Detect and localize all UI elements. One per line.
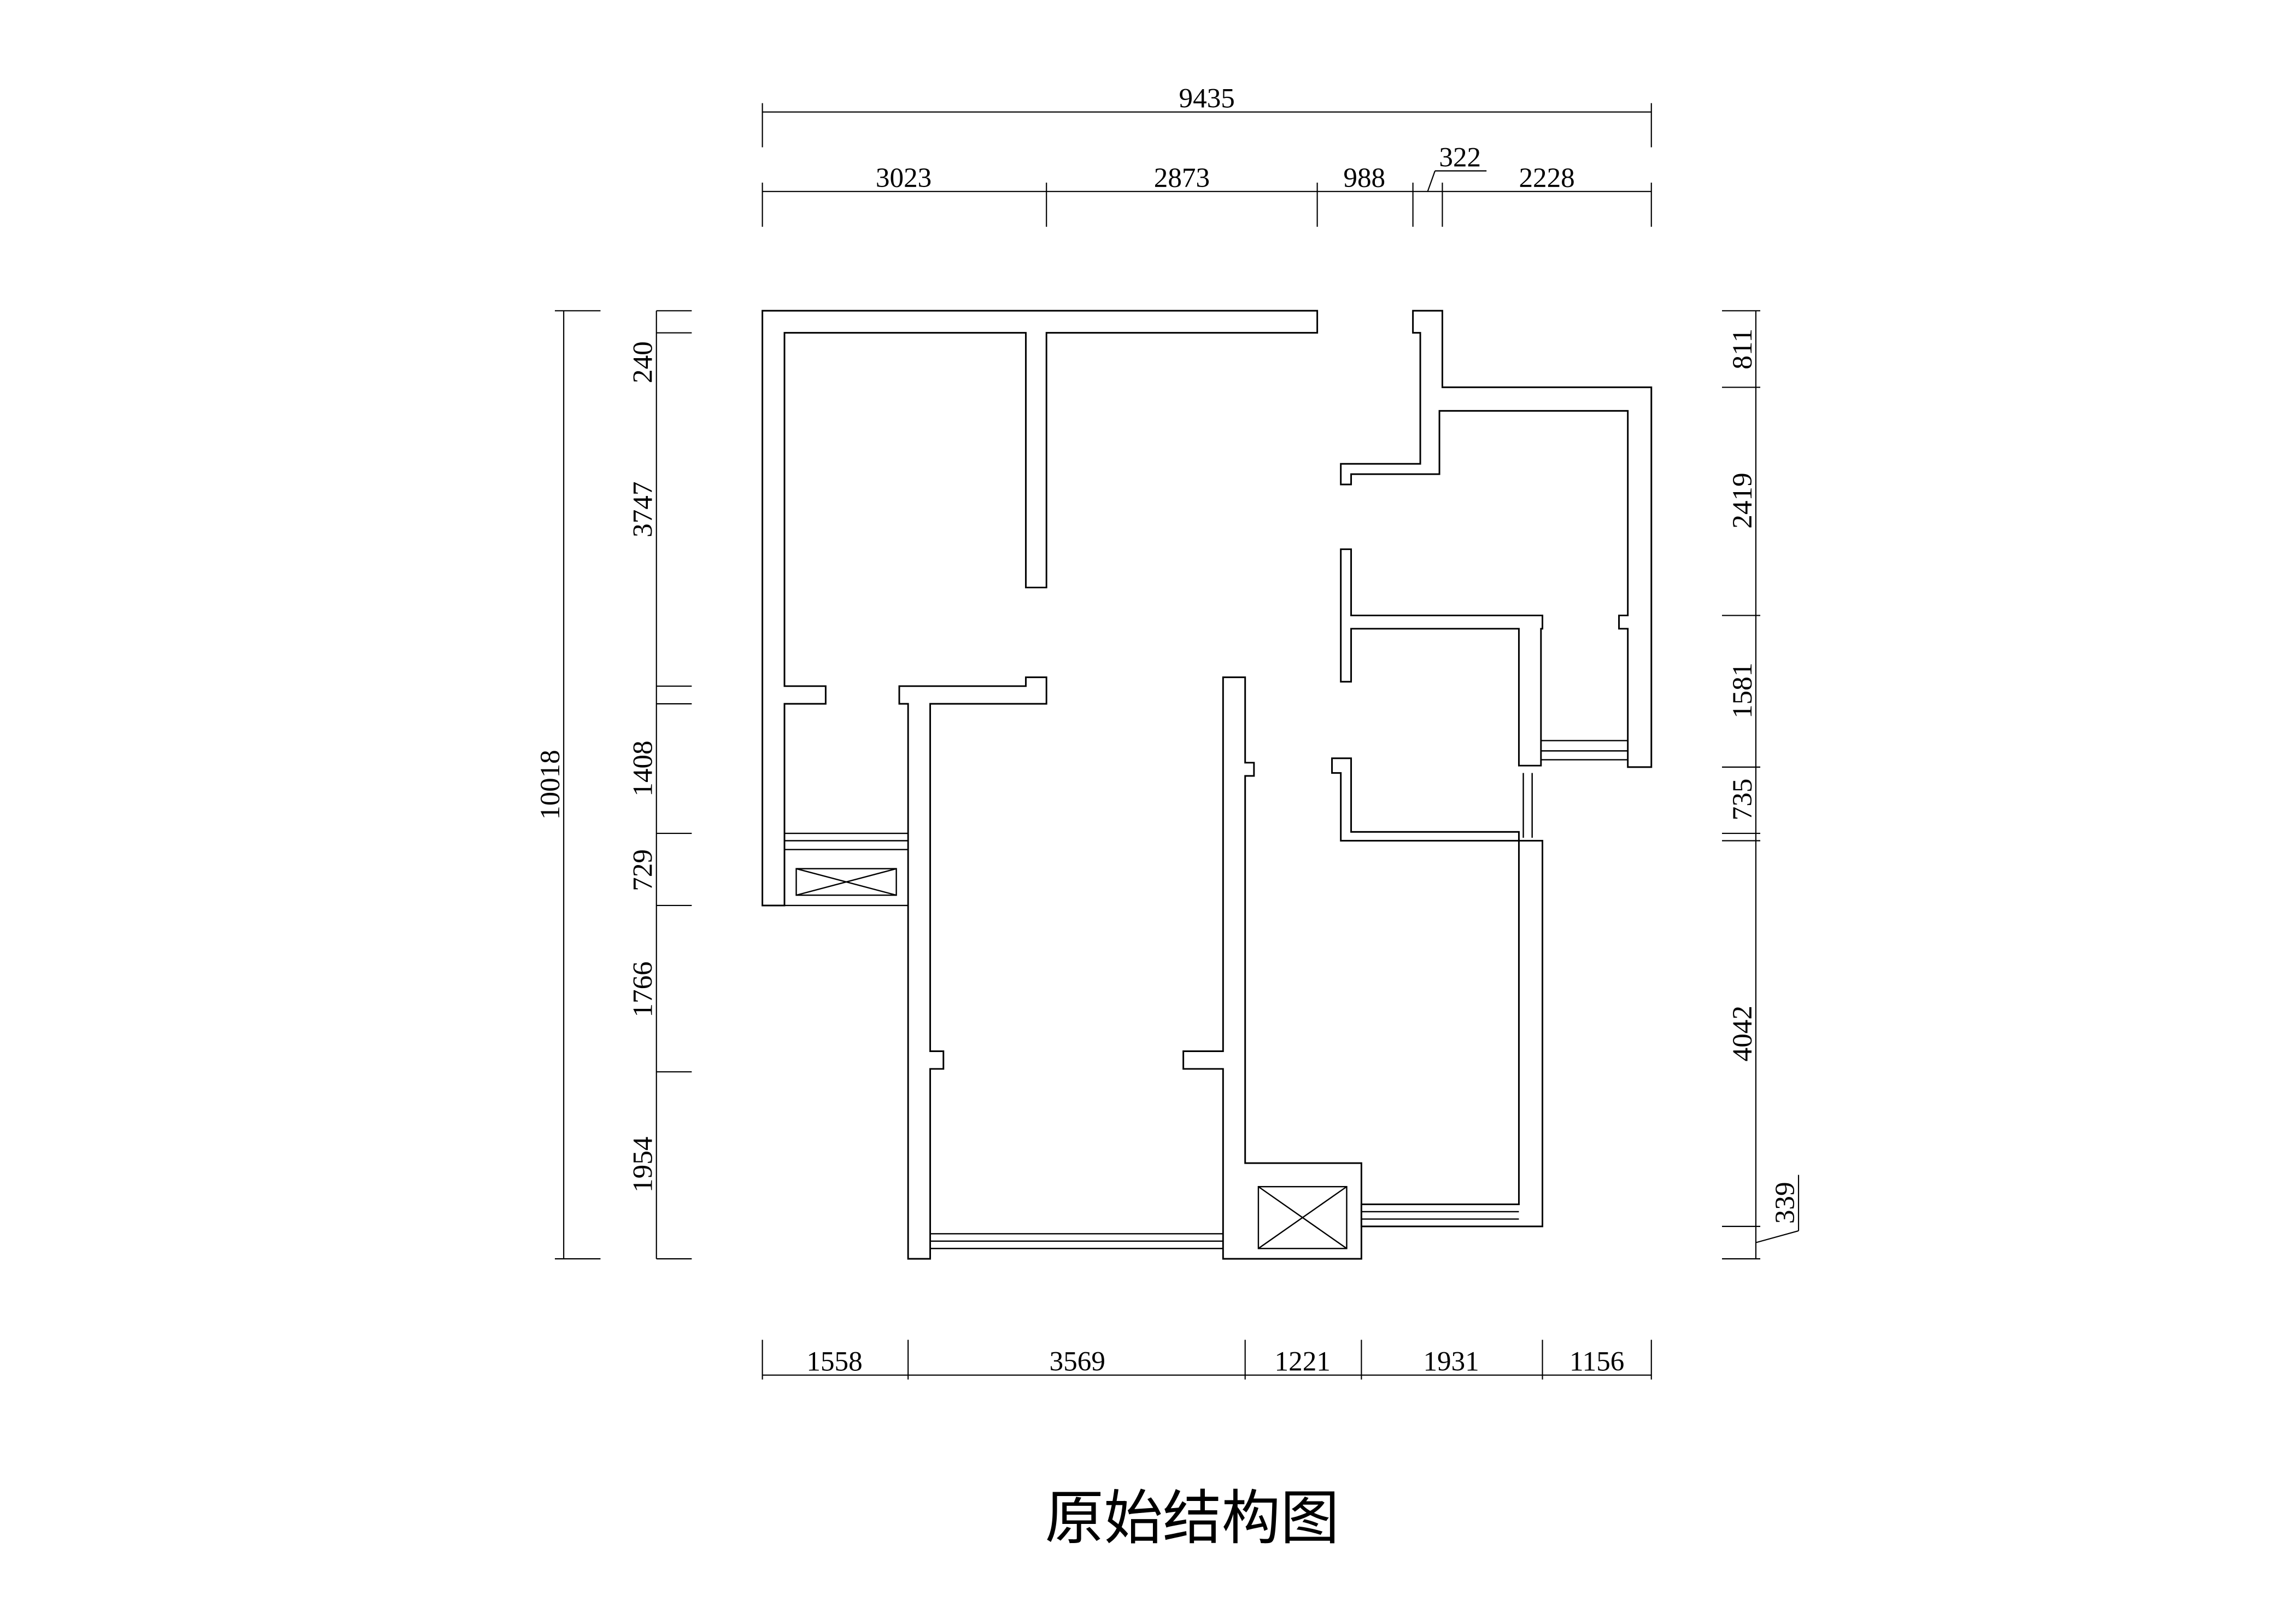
walls (762, 309, 1653, 1260)
duct-shaft-bottom (1257, 1185, 1348, 1249)
dimension-label: 322 (1439, 142, 1481, 173)
wall-right-room (1340, 309, 1653, 768)
dimension-left-total: 10018 (535, 310, 601, 1260)
drawing-title: 原始结构图 (1045, 1485, 1339, 1553)
dimension-label: 9435 (1179, 83, 1235, 114)
dimension-label: 240 (628, 341, 659, 383)
wall-middle-right (1182, 676, 1362, 1260)
dimension-top-chain: 3023 2873 988 322 2228 (762, 142, 1652, 227)
dimension-label: 811 (1727, 329, 1758, 370)
duct-shaft-left (795, 868, 897, 896)
wall-t-partition (1340, 548, 1544, 767)
wall-lower-right (1360, 840, 1544, 1228)
dimension-label: 729 (628, 849, 659, 891)
dimension-label: 735 (1727, 779, 1758, 821)
windows (784, 740, 1628, 1249)
dimension-left-chain: 240 3747 1408 729 1766 1954 (628, 310, 692, 1260)
dimension-label: 1408 (628, 740, 659, 796)
dimension-label: 2873 (1154, 162, 1210, 194)
dimension-label: 3569 (1050, 1346, 1105, 1377)
dimension-right-chain: 811 2419 1581 735 4042 339 (1722, 310, 1801, 1260)
dimension-label: 1558 (806, 1346, 862, 1377)
wall-room-divider (1331, 757, 1520, 842)
dimension-label: 3747 (628, 482, 659, 538)
dimension-label: 3023 (876, 162, 932, 194)
dimension-label: 1766 (628, 961, 659, 1017)
dimension-top-total: 9435 (762, 83, 1652, 148)
dimension-label: 1954 (628, 1137, 659, 1193)
dimension-label: 1581 (1727, 663, 1758, 718)
dimension-label: 339 (1770, 1182, 1801, 1224)
dimension-label: 1931 (1423, 1346, 1479, 1377)
dimension-label: 988 (1343, 162, 1385, 194)
dimension-bottom-chain: 1558 3569 1221 1931 1156 (762, 1340, 1652, 1380)
dimension-label: 4042 (1727, 1006, 1758, 1061)
dimension-label: 1221 (1275, 1346, 1331, 1377)
dimension-label: 10018 (535, 750, 566, 820)
dimension-label: 2228 (1519, 162, 1574, 194)
wall-middle-left (898, 676, 1047, 1260)
dimension-label: 2419 (1727, 472, 1758, 528)
wall-left-top (762, 309, 1319, 907)
dimension-label: 1156 (1569, 1346, 1624, 1377)
